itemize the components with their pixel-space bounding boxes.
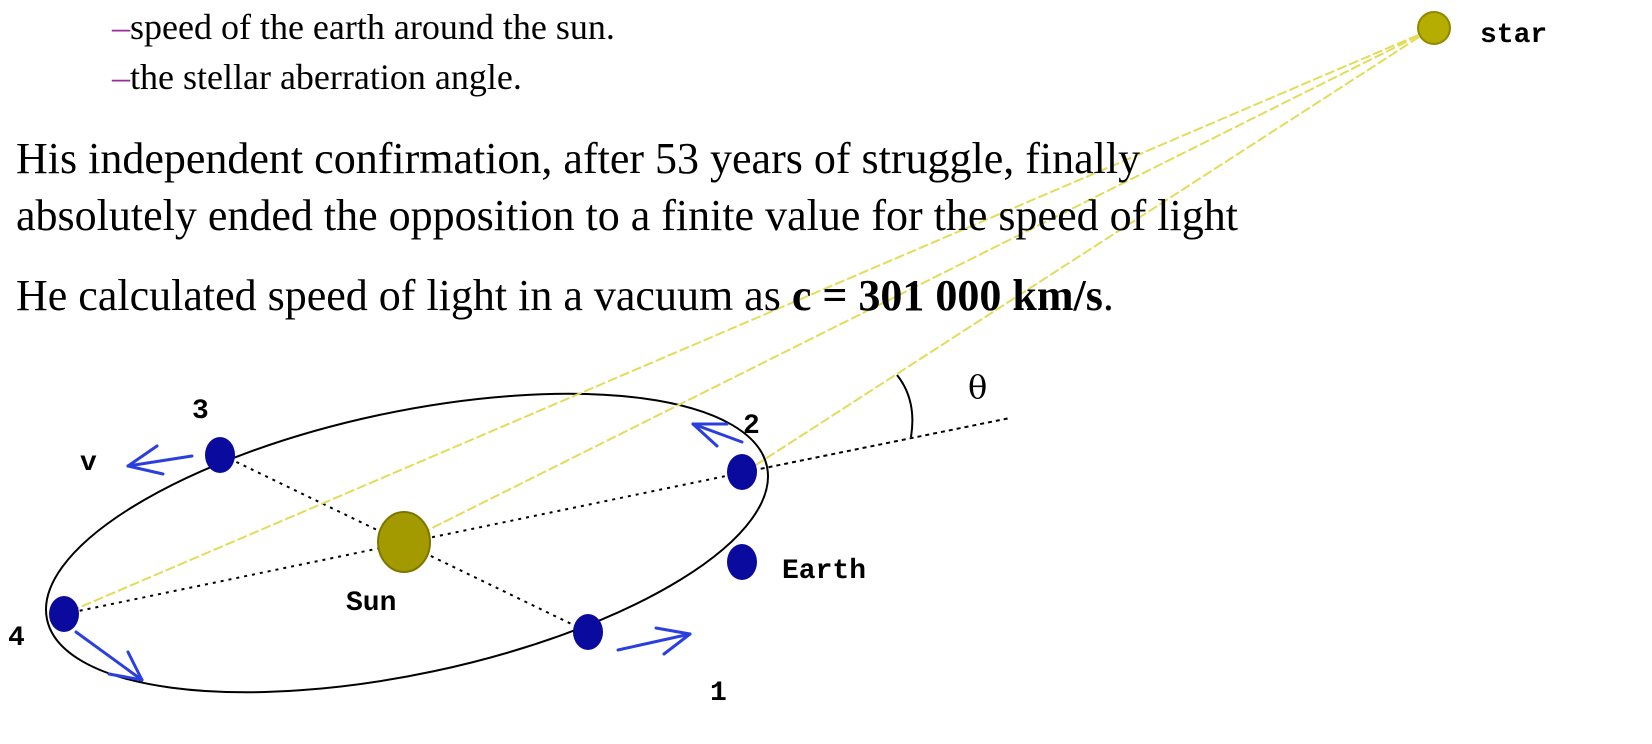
- velocity-label: v: [80, 448, 97, 479]
- earth-label: Earth: [782, 556, 866, 587]
- paragraph-confirmation-line1: His independent confirmation, after 53 y…: [16, 134, 1141, 183]
- bullet-text: speed of the earth around the sun.: [130, 7, 615, 47]
- sun-label: Sun: [346, 588, 396, 619]
- light-ray-to-2: [744, 29, 1431, 473]
- sun-icon: [377, 511, 431, 573]
- bullet-aberration-angle: –the stellar aberration angle.: [112, 56, 522, 98]
- position-label-2: 2: [743, 411, 760, 442]
- angle-label: θ: [968, 368, 987, 406]
- speed-suffix: .: [1102, 271, 1114, 320]
- dotted-line-3-1: [221, 454, 589, 633]
- bullet-dash: –: [112, 7, 130, 47]
- earth-orbit: [45, 392, 769, 694]
- speed-value: c = 301 000 km/s: [791, 271, 1103, 320]
- star-label: star: [1480, 20, 1547, 51]
- bullet-dash: –: [112, 57, 130, 97]
- light-ray-to-4: [63, 29, 1431, 615]
- velocity-arrow-2-icon: [691, 422, 744, 448]
- light-rays: [63, 29, 1431, 615]
- light-ray-to-sun: [403, 29, 1431, 543]
- paragraph-speed-of-light: He calculated speed of light in a vacuum…: [16, 270, 1114, 322]
- position-label-3: 3: [192, 396, 209, 427]
- aberration-angle-arc: [896, 374, 914, 438]
- velocity-arrow-3-icon: [126, 444, 194, 476]
- paragraph-confirmation-line2: absolutely ended the opposition to a fin…: [16, 191, 1238, 240]
- velocity-arrow-1-icon: [616, 626, 692, 656]
- position-label-4: 4: [8, 623, 25, 654]
- position-label-1: 1: [710, 678, 727, 709]
- earth-position-2-icon: [727, 454, 757, 490]
- earth-current-icon: [727, 544, 757, 580]
- earth-position-4-icon: [49, 596, 79, 632]
- star-icon: [1417, 11, 1451, 45]
- reference-line-2: [744, 417, 1011, 473]
- velocity-arrows: [74, 422, 744, 682]
- bullet-text: the stellar aberration angle.: [130, 57, 522, 97]
- velocity-arrow-4-icon: [74, 630, 144, 682]
- earth-position-1-icon: [573, 614, 603, 650]
- earth-position-3-icon: [205, 437, 235, 473]
- bullet-speed-earth: –speed of the earth around the sun.: [112, 6, 615, 48]
- speed-prefix: He calculated speed of light in a vacuum…: [16, 271, 792, 320]
